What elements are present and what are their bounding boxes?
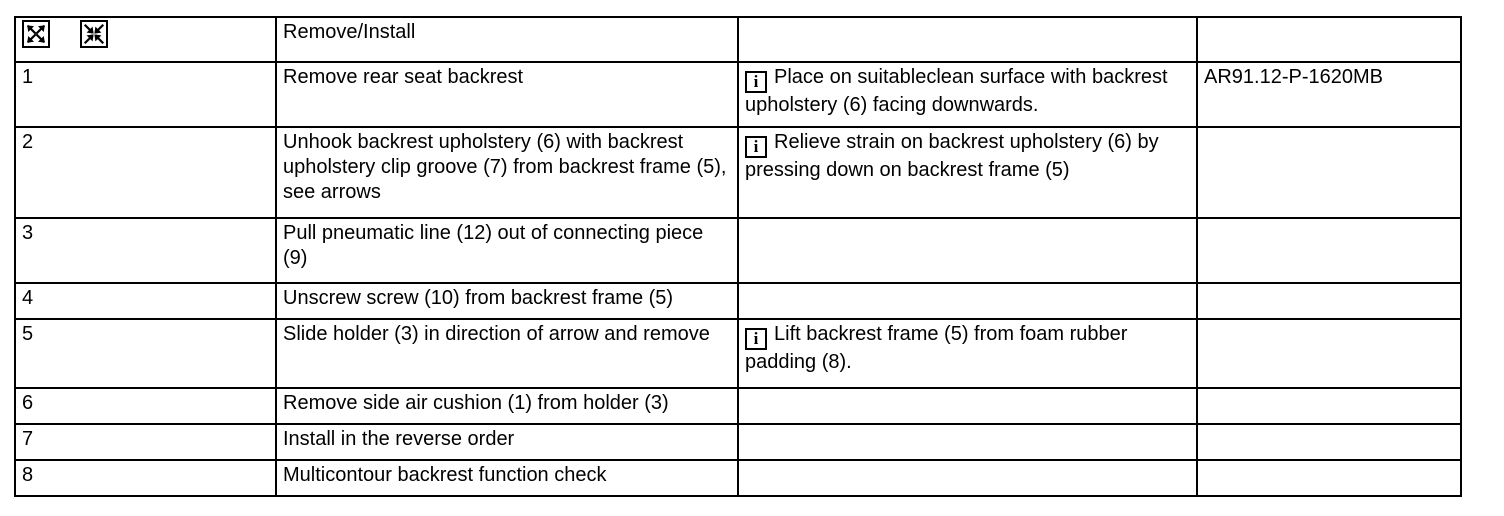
- task-text: Remove rear seat backrest: [283, 66, 524, 88]
- header-ref-cell: [1196, 16, 1462, 63]
- table-row: 8 Multicontour backrest function check: [14, 459, 1462, 497]
- task-cell: Remove rear seat backrest: [275, 61, 739, 128]
- table-row: 6 Remove side air cushion (1) from holde…: [14, 387, 1462, 425]
- task-text: Remove side air cushion (1) from holder …: [283, 392, 669, 414]
- step-number: 7: [22, 428, 34, 450]
- reference-cell: [1196, 126, 1462, 219]
- note-cell: [737, 387, 1198, 425]
- table-row: 3 Pull pneumatic line (12) out of connec…: [14, 217, 1462, 284]
- note-text: Relieve strain on backrest upholstery (6…: [745, 131, 1159, 181]
- note-cell: [737, 459, 1198, 497]
- step-number-cell: 2: [14, 126, 277, 219]
- reference-cell: [1196, 459, 1462, 497]
- reference-cell: [1196, 423, 1462, 461]
- task-cell: Unscrew screw (10) from backrest frame (…: [275, 282, 739, 320]
- header-icons-cell: [14, 16, 277, 63]
- table-row: 7 Install in the reverse order: [14, 423, 1462, 461]
- task-cell: Pull pneumatic line (12) out of connecti…: [275, 217, 739, 284]
- note-cell: [737, 423, 1198, 461]
- table-row: 2 Unhook backrest upholstery (6) with ba…: [14, 126, 1462, 219]
- step-number: 2: [22, 131, 34, 153]
- step-number: 4: [22, 287, 34, 309]
- step-number-cell: 6: [14, 387, 277, 425]
- expand-arrows-icon[interactable]: [22, 20, 50, 48]
- info-icon: i: [745, 71, 767, 93]
- header-note-cell: [737, 16, 1198, 63]
- step-number-cell: 8: [14, 459, 277, 497]
- task-text: Unhook backrest upholstery (6) with back…: [283, 131, 727, 203]
- reference-cell: [1196, 318, 1462, 389]
- reference-cell: [1196, 387, 1462, 425]
- info-icon: i: [745, 328, 767, 350]
- task-text: Slide holder (3) in direction of arrow a…: [283, 323, 710, 345]
- task-text: Unscrew screw (10) from backrest frame (…: [283, 287, 674, 309]
- reference-cell: AR91.12-P-1620MB: [1196, 61, 1462, 128]
- task-cell: Unhook backrest upholstery (6) with back…: [275, 126, 739, 219]
- note-text: Lift backrest frame (5) from foam rubber…: [745, 323, 1128, 373]
- step-number-cell: 7: [14, 423, 277, 461]
- task-text: Multicontour backrest function check: [283, 464, 607, 486]
- note-text: Place on suitableclean surface with back…: [745, 66, 1168, 116]
- table-header-row: Remove/Install: [14, 16, 1462, 63]
- step-number: 5: [22, 323, 34, 345]
- reference-cell: [1196, 282, 1462, 320]
- table-row: 4 Unscrew screw (10) from backrest frame…: [14, 282, 1462, 320]
- step-number-cell: 5: [14, 318, 277, 389]
- step-number-cell: 1: [14, 61, 277, 128]
- task-cell: Install in the reverse order: [275, 423, 739, 461]
- task-cell: Remove side air cushion (1) from holder …: [275, 387, 739, 425]
- reference-text: AR91.12-P-1620MB: [1204, 66, 1383, 88]
- table-row: 5 Slide holder (3) in direction of arrow…: [14, 318, 1462, 389]
- task-text: Pull pneumatic line (12) out of connecti…: [283, 222, 704, 269]
- step-number: 3: [22, 222, 34, 244]
- note-cell: [737, 217, 1198, 284]
- step-number-cell: 4: [14, 282, 277, 320]
- step-number: 1: [22, 66, 34, 88]
- step-number: 6: [22, 392, 34, 414]
- task-text: Install in the reverse order: [283, 428, 515, 450]
- collapse-arrows-icon[interactable]: [79, 20, 108, 48]
- task-cell: Slide holder (3) in direction of arrow a…: [275, 318, 739, 389]
- remove-install-procedure-table: Remove/Install 1 Remove rear seat backre…: [14, 16, 1462, 497]
- step-number: 8: [22, 464, 34, 486]
- header-task-label: Remove/Install: [283, 21, 416, 43]
- reference-cell: [1196, 217, 1462, 284]
- note-cell: [737, 282, 1198, 320]
- header-task-cell: Remove/Install: [275, 16, 739, 63]
- task-cell: Multicontour backrest function check: [275, 459, 739, 497]
- info-icon: i: [745, 136, 767, 158]
- step-number-cell: 3: [14, 217, 277, 284]
